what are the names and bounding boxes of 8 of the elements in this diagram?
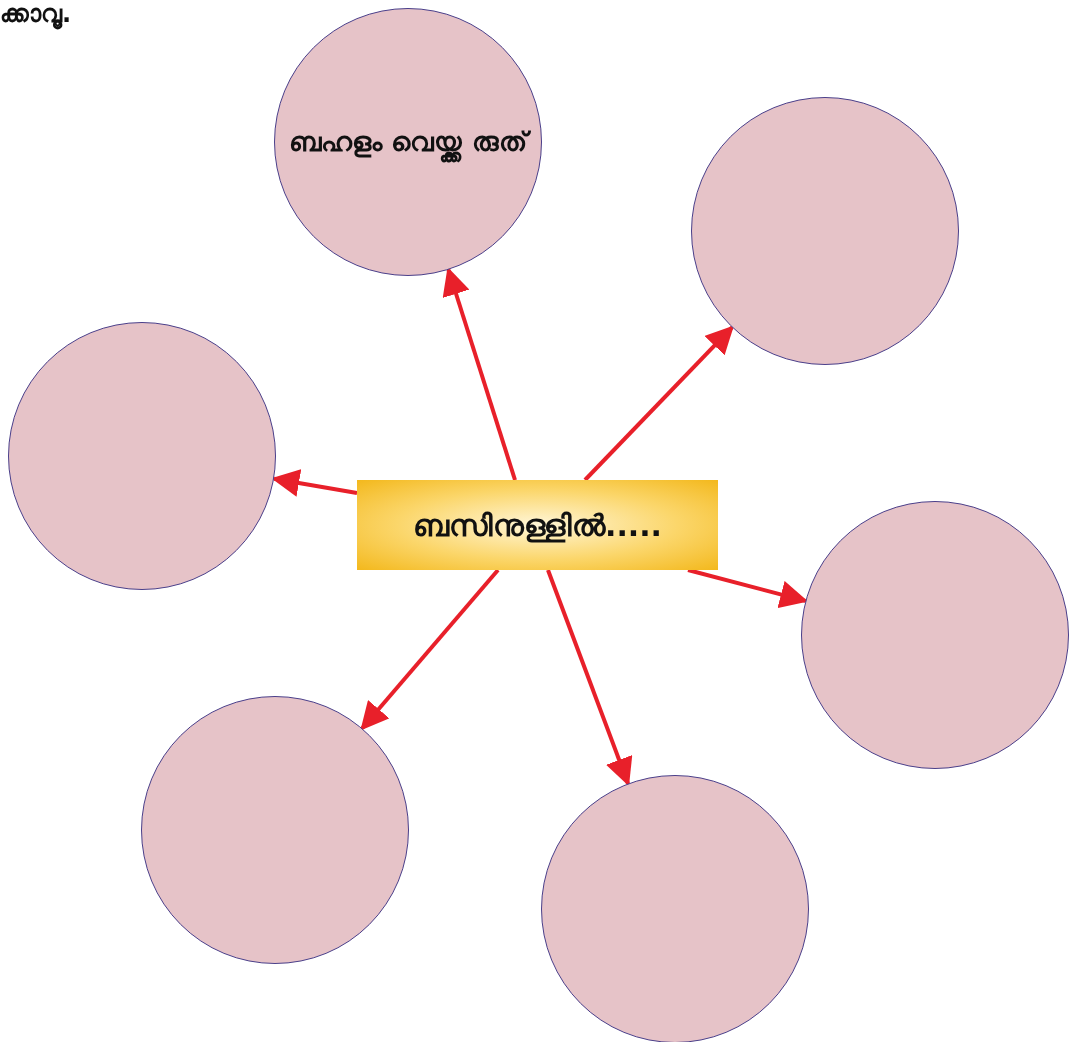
node-text: ബസിനുള്ളിൽ..... [412,506,663,545]
topic-banner [357,480,718,570]
arrow [546,569,633,787]
note-text: ക്കാവൂ. [0,0,72,28]
arrow [360,568,500,731]
arrow [442,267,517,481]
arrow [583,325,734,482]
arrow [271,469,358,497]
